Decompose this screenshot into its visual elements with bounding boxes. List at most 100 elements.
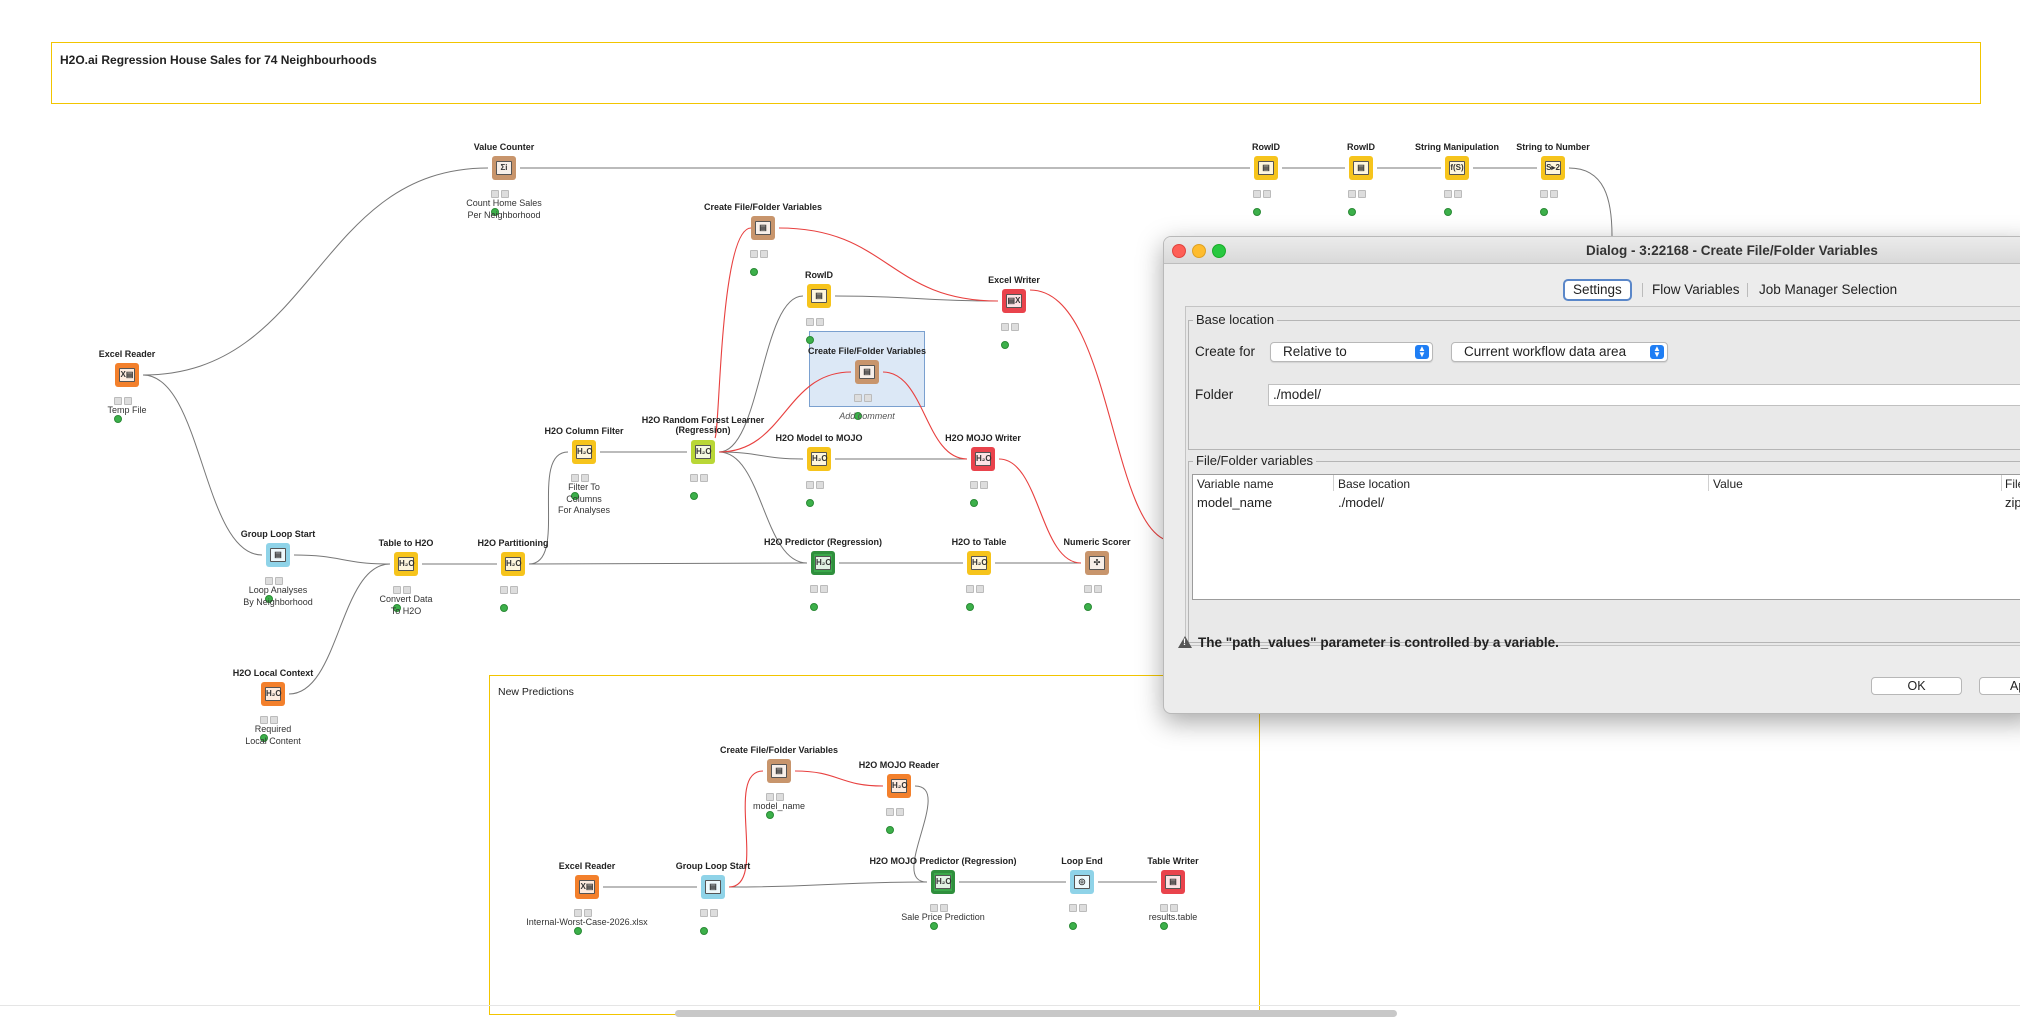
node-icon[interactable]: H₂O — [811, 551, 835, 575]
horizontal-scrollbar[interactable] — [675, 1010, 1397, 1017]
create-for-select[interactable]: Relative to ▲▼ — [1270, 342, 1433, 362]
node-icon[interactable]: H₂O — [931, 870, 955, 894]
status-light — [810, 603, 818, 611]
node-glyph-icon: f(S) — [1449, 161, 1465, 175]
node-icon[interactable]: ◎ — [1070, 870, 1094, 894]
node-icon[interactable]: ▤ — [701, 875, 725, 899]
flow-variable-connection[interactable] — [882, 371, 968, 460]
node-icon[interactable]: H₂O — [971, 447, 995, 471]
node-status-indicator — [854, 389, 882, 420]
node-label: Excel Writer — [988, 275, 1040, 285]
node-icon[interactable]: H₂O — [572, 440, 596, 464]
node-status-indicator — [1069, 899, 1097, 930]
flow-variable-connection[interactable] — [1029, 289, 1167, 541]
node-icon[interactable]: X▤ — [575, 875, 599, 899]
node-description: Required Local Content — [245, 724, 301, 746]
status-light — [816, 318, 824, 326]
data-connection[interactable] — [528, 562, 808, 565]
dialog-titlebar[interactable]: Dialog - 3:22168 - Create File/Folder Va… — [1164, 237, 2020, 264]
table-cell-file-extension[interactable]: zip — [2005, 495, 2020, 510]
workflow-title-annotation[interactable]: H2O.ai Regression House Sales for 74 Nei… — [51, 42, 1981, 104]
data-connection[interactable] — [718, 295, 804, 453]
node-status-indicator — [966, 580, 994, 611]
variables-table[interactable]: Variable name Base location Value File e… — [1192, 474, 2020, 600]
node-icon[interactable]: ✣ — [1085, 551, 1109, 575]
node-label: Table Writer — [1147, 856, 1199, 866]
zoom-window-icon[interactable] — [1212, 244, 1226, 258]
column-header-base-location[interactable]: Base location — [1338, 477, 1411, 491]
node-icon[interactable]: ▤ — [1349, 156, 1373, 180]
node-icon[interactable]: X▤ — [115, 363, 139, 387]
minimize-window-icon[interactable] — [1192, 244, 1206, 258]
node-icon[interactable]: ▤ — [767, 759, 791, 783]
data-connection[interactable] — [728, 881, 928, 888]
status-light — [700, 909, 708, 917]
status-light — [854, 412, 862, 420]
tab-settings[interactable]: Settings — [1563, 279, 1632, 301]
flow-variable-connection[interactable] — [728, 770, 764, 888]
node-icon[interactable]: ▤ — [807, 284, 831, 308]
flow-variable-connection[interactable] — [714, 227, 752, 439]
node-icon[interactable]: H₂O — [807, 447, 831, 471]
add-comment-link[interactable]: Add comment — [839, 411, 895, 421]
close-window-icon[interactable] — [1172, 244, 1186, 258]
status-light — [690, 492, 698, 500]
status-light — [393, 586, 401, 594]
node-icon[interactable]: H₂O — [501, 552, 525, 576]
location-select[interactable]: Current workflow data area ▲▼ — [1451, 342, 1668, 362]
data-connection[interactable] — [142, 374, 263, 556]
node-label: H2O Model to MOJO — [775, 433, 863, 443]
flow-variable-connection[interactable] — [998, 458, 1082, 564]
data-connection[interactable] — [1568, 167, 1613, 237]
ok-button[interactable]: OK — [1871, 677, 1962, 695]
node-glyph-icon: ▤ — [705, 880, 721, 894]
flow-variable-connection[interactable] — [778, 227, 999, 302]
tab-job-manager-selection[interactable]: Job Manager Selection — [1759, 282, 1898, 297]
node-icon[interactable]: H₂O — [691, 440, 715, 464]
node-icon[interactable]: S▸2 — [1541, 156, 1565, 180]
status-light — [403, 586, 411, 594]
data-connection[interactable] — [718, 451, 804, 460]
node-icon[interactable]: ▤ — [751, 216, 775, 240]
folder-input[interactable]: ./model/ — [1268, 384, 2020, 406]
data-connection[interactable] — [834, 295, 999, 302]
status-light — [393, 604, 401, 612]
apply-button[interactable]: Ap — [1979, 677, 2020, 695]
node-icon[interactable]: Σi — [492, 156, 516, 180]
node-glyph-icon: H₂O — [505, 557, 522, 571]
base-location-title: Base location — [1193, 312, 1278, 327]
flow-variable-connection[interactable] — [718, 371, 852, 453]
status-light — [710, 909, 718, 917]
column-header-variable-name[interactable]: Variable name — [1197, 477, 1274, 491]
data-connection[interactable] — [913, 785, 929, 883]
node-icon[interactable]: ▤ — [1254, 156, 1278, 180]
node-label: Numeric Scorer — [1063, 537, 1131, 547]
select-arrows-icon: ▲▼ — [1415, 345, 1429, 359]
tab-flow-variables[interactable]: Flow Variables — [1652, 282, 1740, 297]
data-connection[interactable] — [528, 451, 569, 565]
data-connection[interactable] — [288, 563, 391, 695]
node-icon[interactable]: H₂O — [967, 551, 991, 575]
node-icon[interactable]: ▤X — [1002, 289, 1026, 313]
data-connection[interactable] — [142, 167, 489, 376]
data-connection[interactable] — [718, 451, 808, 564]
status-light — [1001, 341, 1009, 349]
node-icon[interactable]: H₂O — [394, 552, 418, 576]
node-icon[interactable]: ▤ — [855, 360, 879, 384]
table-cell-base-location[interactable]: ./model/ — [1338, 495, 1385, 510]
node-icon[interactable]: H₂O — [261, 682, 285, 706]
table-cell-variable-name[interactable]: model_name — [1197, 495, 1273, 510]
tab-separator — [1747, 283, 1748, 297]
status-light — [1170, 904, 1178, 912]
column-header-value[interactable]: Value — [1713, 477, 1743, 491]
status-light — [970, 499, 978, 507]
flow-variable-connection[interactable] — [794, 770, 884, 787]
node-icon[interactable]: ▤ — [266, 543, 290, 567]
node-icon[interactable]: ▤ — [1161, 870, 1185, 894]
node-icon[interactable]: f(S) — [1445, 156, 1469, 180]
status-light — [584, 909, 592, 917]
data-connection[interactable] — [293, 554, 391, 565]
column-header-file-extension[interactable]: File e — [2005, 477, 2020, 491]
node-icon[interactable]: H₂O — [887, 774, 911, 798]
